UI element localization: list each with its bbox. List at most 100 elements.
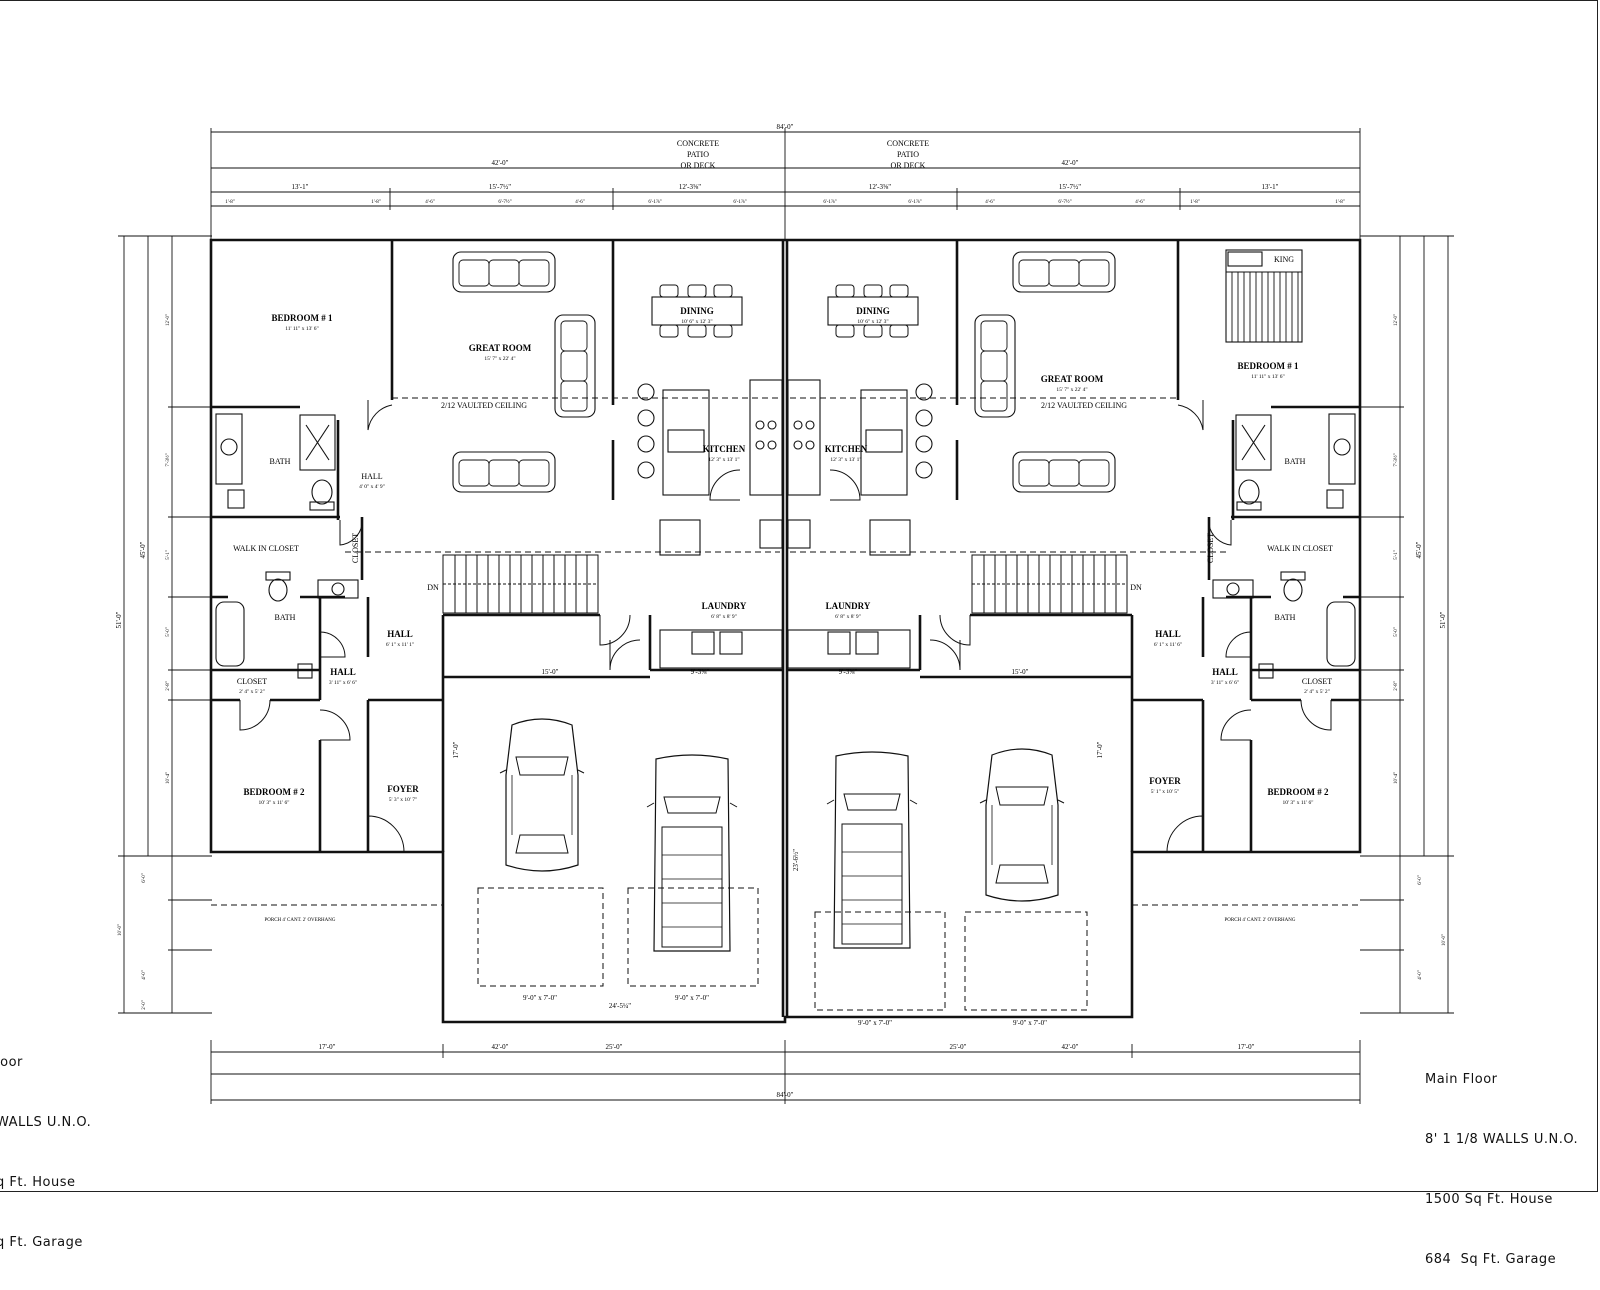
top-dim: 15'-7½": [1059, 183, 1081, 191]
side-dim: 7'-3½": [166, 453, 171, 466]
top-dim: 12'-3⅝": [679, 183, 701, 191]
side-dim: 10'-0": [118, 924, 123, 936]
room-name: HALL: [361, 472, 382, 481]
room-name: KITCHEN: [703, 444, 746, 454]
depth-dim: 51'-0": [115, 611, 123, 628]
garage-dim: 17'-0": [452, 741, 460, 758]
room-name: GREAT ROOM: [469, 343, 532, 353]
house-depth-dim: 45'-0": [139, 541, 147, 558]
half-width-top-left: 42'-0": [492, 159, 509, 167]
note-line: Main Floor: [1425, 1072, 1498, 1087]
sheet-border: [0, 0, 1598, 1192]
side-dim: 5'-0": [1394, 627, 1399, 637]
side-dim: 12'-0": [166, 314, 171, 326]
top-subdim: 1'-8": [1190, 200, 1200, 205]
side-dimensions-left: 51'-0" 45'-0" 12'-0" 7'-3½" 5'-1" 5'-0" …: [115, 314, 171, 1010]
top-subdim: 4'-6": [575, 200, 585, 205]
top-subdim: 6'-7½": [498, 200, 511, 205]
room-name: CLOSET: [351, 533, 360, 563]
note-line: 684 Sq Ft. Garage: [1425, 1252, 1557, 1267]
note-line: loor: [0, 1055, 23, 1070]
room-size: 6' 1" x 11' 6": [1154, 642, 1182, 648]
room-name: BEDROOM # 2: [1267, 787, 1329, 797]
porch-note: PORCH 4' CANT. 2' OVERHANG: [1224, 918, 1295, 923]
room-size: 12' 3" x 13' 1": [708, 457, 739, 463]
room-size: 4' 0" x 4' 9": [359, 484, 385, 490]
top-subdim: 6'-1⅞": [823, 200, 836, 205]
dimension-lines: [118, 128, 1454, 1104]
bed-hatch: [1226, 271, 1302, 342]
stairs-down-label: DN: [427, 583, 439, 592]
garage-depth-dim: 23'-6½": [792, 849, 800, 871]
garage-dim: 15'-0": [1012, 668, 1029, 676]
room-name: BATH: [270, 457, 291, 466]
fixtures: [215, 249, 1356, 679]
room-size: 6' 1" x 11' 1": [386, 642, 414, 648]
room-size: 2' 4" x 5' 2": [239, 689, 265, 695]
room-size: 10' 6" x 12' 3": [681, 319, 712, 325]
side-dim: 2'-8": [1394, 681, 1399, 691]
room-name: DINING: [680, 306, 714, 316]
stairs-down-label: DN: [1130, 583, 1142, 592]
room-size: 12' 3" x 13' 1": [830, 457, 861, 463]
room-name: BATH: [1275, 613, 1296, 622]
garage-door: 9'-0" x 7'-0": [858, 1019, 892, 1027]
garage-dim: 15'-0": [542, 668, 559, 676]
patio-line: CONCRETE: [677, 139, 719, 148]
side-dim: 6'-0": [1418, 875, 1423, 885]
total-width-top: 84'-0": [777, 123, 794, 131]
room-size: 15' 7" x 22' 4": [484, 356, 515, 362]
right-unit-labels: KING BEDROOM # 1 11' 11" x 13' 6" GREAT …: [792, 255, 1333, 1051]
floor-plan-drawing: CONCRETE PATIO OR DECK CONCRETE PATIO OR…: [115, 123, 1454, 1104]
floor-summary-right: Main Floor 8' 1 1/8 WALLS U.N.O. 1500 Sq…: [1425, 1030, 1578, 1290]
room-name: HALL: [330, 667, 356, 677]
room-size: 11' 11" x 13' 6": [285, 326, 319, 332]
room-name: HALL: [1155, 629, 1181, 639]
side-dim: 2'-0": [142, 1000, 147, 1010]
floor-summary-left: loor WALLS U.N.O. q Ft. House q Ft. Gara…: [0, 1013, 91, 1273]
side-dim: 10'-4": [166, 772, 171, 784]
garage-dim: 9'-3⅝": [839, 668, 858, 676]
stairs: [442, 554, 1128, 614]
room-name: BEDROOM # 1: [271, 313, 333, 323]
vaulted-ceiling-note: 2/12 VAULTED CEILING: [1041, 401, 1127, 410]
side-dim: 5'-0": [166, 627, 171, 637]
top-subdim: 1'-8": [1335, 200, 1345, 205]
room-name: LAUNDRY: [826, 601, 871, 611]
room-name: BEDROOM # 2: [243, 787, 305, 797]
garage-door: 9'-0" x 7'-0": [1013, 1019, 1047, 1027]
room-name: DINING: [856, 306, 890, 316]
patio-line: OR DECK: [891, 161, 926, 170]
room-name: CLOSET: [1302, 677, 1332, 686]
patio-line: PATIO: [687, 150, 709, 159]
bottom-dim: 17'-0": [319, 1043, 336, 1051]
patio-line: PATIO: [897, 150, 919, 159]
room-name: BEDROOM # 1: [1237, 361, 1299, 371]
top-dim: 13'-1": [292, 183, 309, 191]
overall-dimensions: 84'-0" 42'-0" 42'-0" 42'-0" 42'-0" 84'-0…: [225, 123, 1345, 1099]
top-dim: 13'-1": [1262, 183, 1279, 191]
room-name: FOYER: [1149, 776, 1181, 786]
room-size: 10' 6" x 12' 3": [857, 319, 888, 325]
side-dim: 6'-0": [142, 873, 147, 883]
top-subdim: 1'-8": [225, 200, 235, 205]
room-size: 11' 11" x 13' 6": [1251, 374, 1285, 380]
garage-door: 9'-0" x 7'-0": [523, 994, 557, 1002]
side-dim: 4'-0": [142, 970, 147, 980]
bed-label: KING: [1274, 255, 1294, 264]
room-size: 10' 3" x 11' 6": [258, 800, 289, 806]
vaulted-ceiling-note: 2/12 VAULTED CEILING: [441, 401, 527, 410]
side-dimensions-right: 51'-0" 45'-0" 12'-0" 7'-3½" 5'-1" 5'-0" …: [1394, 314, 1447, 980]
top-dim: 15'-7½": [489, 183, 511, 191]
room-size: 15' 7" x 22' 4": [1056, 387, 1087, 393]
top-subdim: 4'-6": [985, 200, 995, 205]
top-subdim: 6'-1⅞": [908, 200, 921, 205]
top-dim: 12'-3⅝": [869, 183, 891, 191]
note-line: q Ft. House: [0, 1175, 76, 1190]
patio-line: CONCRETE: [887, 139, 929, 148]
room-name: FOYER: [387, 784, 419, 794]
top-subdim: 4'-6": [425, 200, 435, 205]
top-subdim: 6'-1⅞": [733, 200, 746, 205]
patio-label-left: CONCRETE PATIO OR DECK: [677, 139, 719, 170]
room-size: 3' 11" x 6' 6": [1211, 680, 1239, 686]
